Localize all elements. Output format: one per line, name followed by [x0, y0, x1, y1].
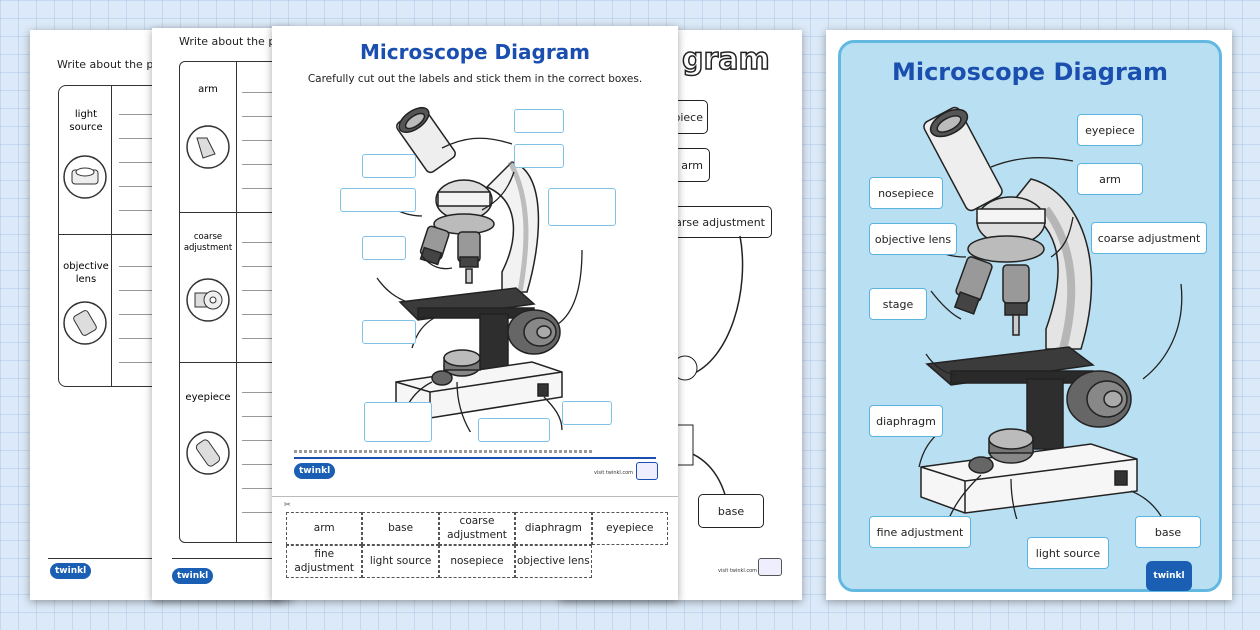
footer-url: visit twinkl.com: [718, 568, 758, 574]
cut-label-nosepiece[interactable]: nosepiece: [438, 545, 516, 578]
label-coarse-adjustment: coarse adjustment: [1091, 222, 1207, 254]
arm-icon: [186, 125, 230, 169]
blank-label-box[interactable]: [362, 320, 416, 344]
empty-grid-cell: [592, 545, 668, 578]
label-base: base: [1135, 516, 1201, 548]
label-light-source: light source: [1027, 537, 1109, 569]
lens-icon: [63, 301, 107, 345]
label-eyepiece: eyepiece: [1077, 114, 1143, 146]
blank-label-box[interactable]: [478, 418, 550, 442]
label-nosepiece: nosepiece: [869, 177, 943, 209]
label-base: base: [698, 494, 764, 528]
poster-title: Microscope Diagram: [891, 58, 1169, 86]
row-label-light-source: light source: [69, 109, 103, 133]
connector-lines: [672, 235, 744, 521]
twinkl-logo: twinkl: [294, 463, 336, 479]
row-label-objective-lens: objective lens: [63, 261, 109, 285]
sheet-subtitle: Carefully cut out the labels and stick t…: [307, 73, 643, 85]
cut-label-eyepiece[interactable]: eyepiece: [591, 512, 668, 545]
label-objective-lens: objective lens: [869, 223, 957, 255]
microscope-poster: Microscope Diagram: [826, 30, 1232, 600]
cut-label-objective-lens[interactable]: objective lens: [515, 545, 592, 578]
blank-label-box[interactable]: [562, 401, 612, 425]
sheet-instruction: Write about the parts: [57, 58, 175, 71]
cut-label-light-source[interactable]: light source: [362, 545, 439, 578]
twinkl-logo: twinkl: [1146, 561, 1192, 591]
twinkl-badge: [636, 462, 658, 480]
cut-out-labels-grid: arm base coarse adjustment diaphragm eye…: [286, 512, 668, 578]
cut-label-fine-adjustment[interactable]: fine adjustment: [286, 545, 363, 578]
label-fine-adjustment: fine adjustment: [869, 516, 971, 548]
worksheet-write-about-parts-2: Write about the parts arm coarse adjustm…: [152, 28, 292, 600]
blank-label-box[interactable]: [364, 402, 432, 442]
label-stage: stage: [869, 288, 927, 320]
twinkl-logo: twinkl: [50, 563, 92, 579]
sheet-title: Microscope Diagram: [359, 40, 591, 64]
row-label-arm: arm: [198, 84, 218, 95]
microscope-illustration: [918, 106, 1183, 519]
worksheet-cut-and-stick: Microscope Diagram Carefully cut out the…: [272, 26, 678, 600]
sheet-instruction: Write about the parts: [179, 35, 292, 48]
label-diaphragm: diaphragm: [869, 405, 943, 437]
blank-label-box[interactable]: [548, 188, 616, 226]
label-arm: arm: [1077, 163, 1143, 195]
twinkl-logo: twinkl: [172, 568, 214, 584]
row-label-eyepiece: eyepiece: [185, 392, 231, 403]
scissors-icon: ✂: [284, 500, 291, 509]
blank-label-box[interactable]: [362, 236, 406, 260]
parts-table: arm coarse adjustment eyepiece: [179, 61, 292, 543]
cut-label-diaphragm[interactable]: diaphragm: [515, 512, 592, 545]
cut-label-base[interactable]: base: [362, 512, 439, 545]
blank-label-box[interactable]: [340, 188, 416, 212]
footer-url: visit twinkl.com: [594, 470, 634, 476]
blank-label-box[interactable]: [514, 144, 564, 168]
blank-label-box[interactable]: [362, 154, 416, 178]
lamp-icon: [63, 155, 107, 199]
footer-divider: [294, 457, 656, 459]
twinkl-badge: [758, 558, 782, 576]
cut-label-arm[interactable]: arm: [286, 512, 363, 545]
row-label-coarse-adjustment: coarse adjustment: [183, 232, 233, 254]
footer-fine-print: [294, 450, 594, 453]
knob-icon: [186, 278, 230, 322]
cut-label-coarse-adjustment[interactable]: coarse adjustment: [438, 512, 516, 545]
microscope-illustration: [376, 106, 583, 432]
cut-line: [272, 496, 678, 497]
poster-panel: Microscope Diagram: [838, 40, 1222, 592]
blank-label-box[interactable]: [514, 109, 564, 133]
sheet-title-partial: gram: [681, 41, 770, 78]
eyepiece-icon: [186, 431, 230, 475]
